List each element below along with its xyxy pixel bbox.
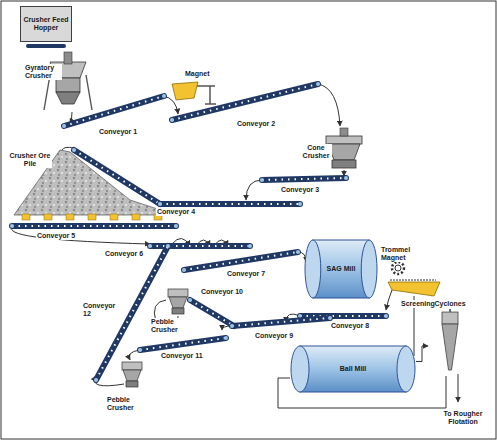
equipment-label: Pebble Crusher	[106, 396, 154, 412]
magnet-symbol	[172, 82, 216, 104]
trommel-magnet	[392, 262, 404, 274]
conveyor-belt	[10, 82, 388, 382]
conveyor-label: Conveyor 10	[200, 288, 244, 296]
equipment-label: Gyratory Crusher	[24, 64, 62, 80]
conveyor-label: Conveyor 2	[236, 120, 276, 128]
flow-connector	[416, 346, 428, 362]
conveyor-label: Conveyor 4	[156, 208, 196, 216]
equipment-label: Pebble Crusher	[150, 318, 198, 334]
equipment-label: Trommel Magnet	[380, 246, 430, 262]
node-text: Crusher Feed Hopper	[23, 16, 69, 32]
conveyor-label: Conveyor 3	[280, 186, 320, 194]
node-text: Ball Mill	[290, 365, 416, 373]
equipment-label: Screening	[400, 300, 436, 308]
equipment-label: Cone Crusher	[300, 144, 332, 160]
gyratory-crusher	[44, 52, 92, 110]
node-shape	[428, 300, 472, 374]
conveyor-label: Conveyor 6	[104, 250, 144, 258]
hopper-box: Crusher Feed Hopper	[20, 6, 72, 42]
conveyor-label: Conveyor 1	[98, 128, 138, 136]
cyclone-cluster: Cyclones	[428, 300, 472, 374]
flow-arrow	[12, 84, 458, 408]
equipment-label: Crusher Ore Pile	[8, 152, 52, 168]
conveyor-label: Conveyor 11	[160, 352, 204, 360]
equipment-label: To Rougher Flotation	[436, 410, 490, 426]
conveyor-label: Conveyor 7	[226, 270, 266, 278]
sag-mill: SAG Mill	[304, 238, 378, 300]
conveyor-label: Conveyor 5	[36, 232, 76, 240]
equipment-label: Magnet	[184, 70, 211, 78]
pebble-crusher	[122, 362, 142, 387]
node-text: Cyclones	[428, 300, 472, 308]
ball-mill: Ball Mill	[290, 344, 416, 394]
pebble-crusher	[168, 289, 188, 314]
conveyor-label: Conveyor 8	[330, 322, 370, 330]
conveyor-label: Conveyor 9	[254, 332, 294, 340]
node-text: SAG Mill	[304, 265, 378, 273]
conveyor-label: Conveyor 12	[82, 302, 120, 318]
screen	[388, 280, 440, 296]
